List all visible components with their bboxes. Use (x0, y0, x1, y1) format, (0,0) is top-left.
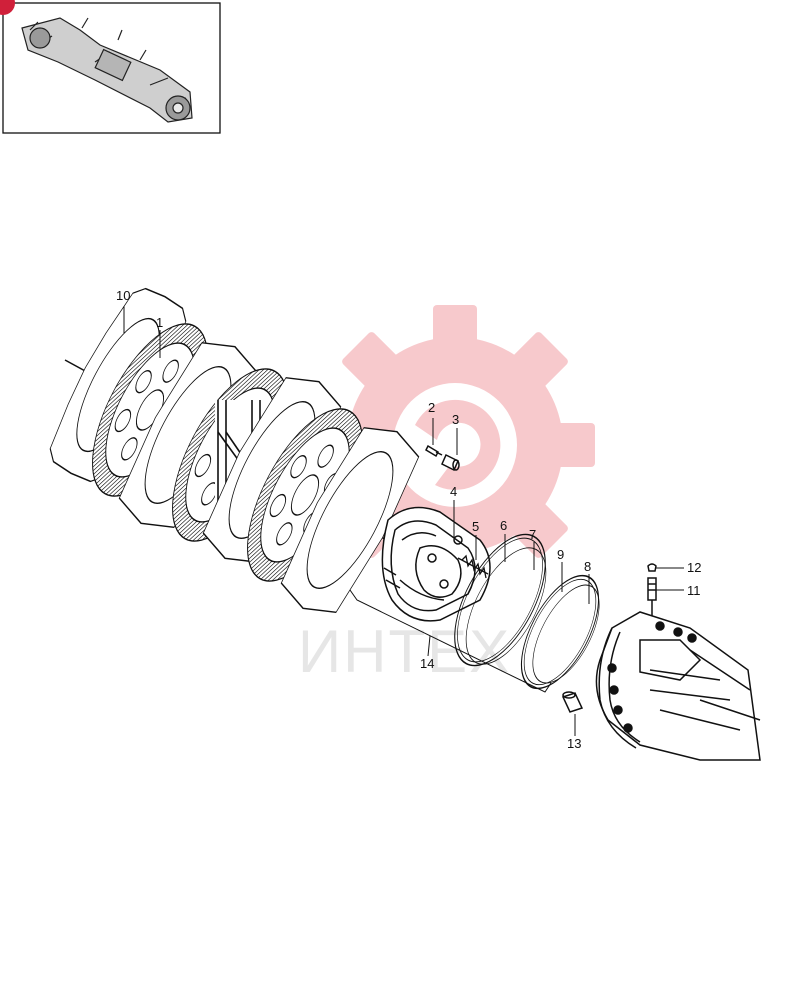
bleed-cap-12[interactable] (647, 563, 657, 572)
callout-1: 1 (156, 315, 163, 330)
bleed-valve-11[interactable] (647, 577, 657, 620)
callout-10: 10 (116, 288, 130, 303)
backup-ring-8[interactable] (519, 575, 612, 693)
thumbnail-badge-icon (0, 0, 15, 15)
callout-12: 12 (687, 560, 701, 575)
o-ring-6[interactable] (436, 520, 564, 679)
axle-housing[interactable] (595, 611, 761, 761)
callout-14: 14 (420, 656, 434, 671)
callout-13: 13 (567, 736, 581, 751)
callout-6: 6 (500, 518, 507, 533)
callout-5: 5 (472, 519, 479, 534)
axle-assembly-icon (21, 17, 193, 123)
bushing-3[interactable] (441, 453, 460, 472)
steel-plate-3[interactable] (270, 414, 429, 625)
callout-2: 2 (428, 400, 435, 415)
parts-group (49, 287, 761, 761)
backup-ring-7[interactable] (450, 536, 563, 677)
friction-disc-3[interactable] (224, 392, 386, 598)
callout-3: 3 (452, 412, 459, 427)
callout-labels: 10 1 2 3 4 5 6 7 9 8 12 11 14 13 (116, 288, 701, 751)
callout-7: 7 (529, 527, 536, 542)
callout-4: 4 (450, 484, 457, 499)
assembly-thumbnail[interactable] (0, 0, 221, 134)
callout-8: 8 (584, 559, 591, 574)
watermark-text: ИНТЕХ (298, 618, 511, 685)
leader-lines (123, 306, 684, 736)
dowel-pin-13[interactable] (561, 691, 584, 713)
callout-11: 11 (687, 583, 701, 598)
piston-hub-4[interactable] (381, 506, 491, 622)
callout-9: 9 (557, 547, 564, 562)
bolt-2[interactable] (425, 444, 443, 458)
spring-5[interactable] (457, 554, 489, 579)
